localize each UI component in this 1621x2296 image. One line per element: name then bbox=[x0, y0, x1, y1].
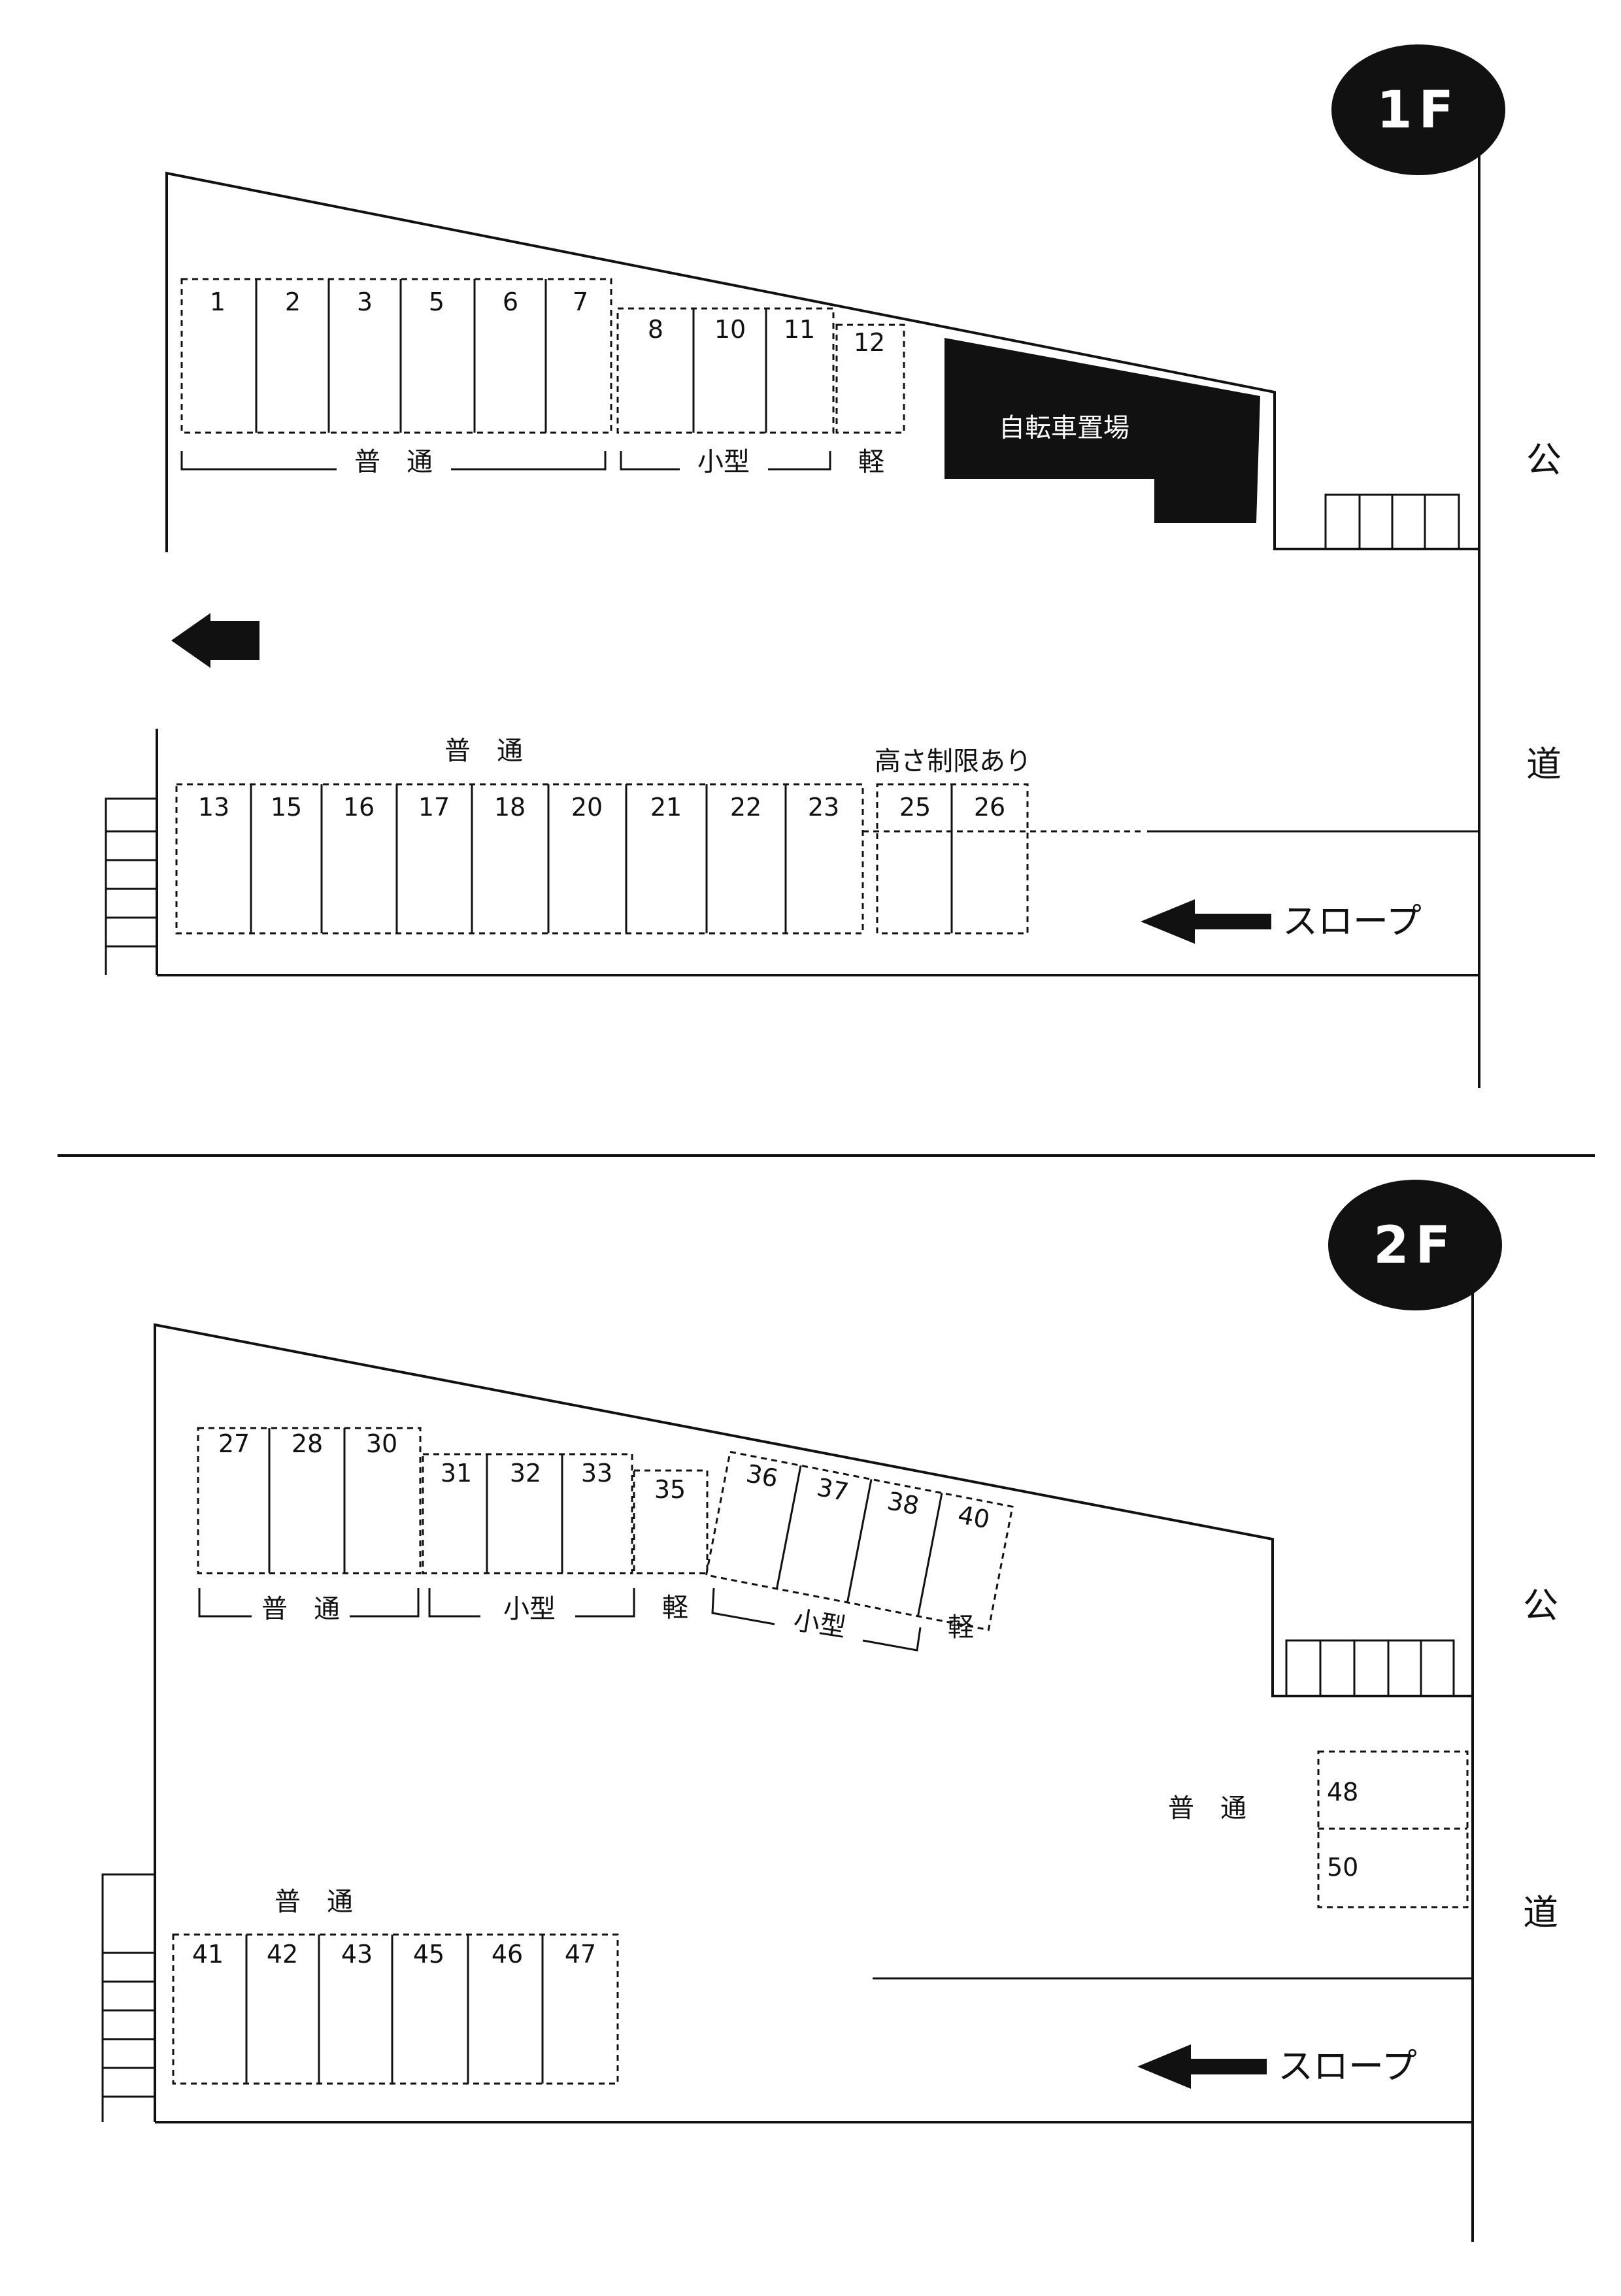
space-2-label: 2 bbox=[285, 288, 301, 316]
floor-2-plan: 2F スロープ bbox=[101, 1180, 1558, 2242]
floor-1-stairs-left bbox=[105, 797, 157, 975]
space-37-label: 37 bbox=[814, 1472, 851, 1506]
floor-2-stairs-right bbox=[1285, 1639, 1455, 1696]
floor-1-slope-label: スロープ bbox=[1282, 901, 1422, 942]
floor-2-top-wall bbox=[154, 1323, 1473, 1874]
floor-1-top-spaces: 1 2 3 5 6 7 8 10 11 12 bbox=[180, 278, 905, 434]
space-17-label: 17 bbox=[418, 793, 450, 822]
floor-1-slope-arrow-icon bbox=[1141, 899, 1271, 944]
space-46-label: 46 bbox=[492, 1940, 523, 1969]
height-limit-label: 高さ制限あり bbox=[875, 746, 1031, 776]
floor-1-bottom-spaces: 13 15 16 17 18 20 21 22 23 25 26 bbox=[175, 783, 1144, 935]
floor-2-stairs-left bbox=[101, 1873, 155, 2122]
floor-2-group-normal-label: 普 通 bbox=[261, 1594, 340, 1624]
space-36-label: 36 bbox=[744, 1459, 780, 1493]
space-16-label: 16 bbox=[343, 793, 375, 822]
floor-1-road-char-1: 公 bbox=[1526, 439, 1562, 480]
space-1-label: 1 bbox=[210, 288, 226, 316]
space-41-label: 41 bbox=[192, 1940, 224, 1969]
floor-2-group-compact-2-label: 小型 bbox=[792, 1605, 848, 1643]
floor-2-top-spaces: 27 28 30 31 32 33 35 bbox=[197, 1427, 709, 1574]
space-7-label: 7 bbox=[573, 288, 588, 316]
space-6-label: 6 bbox=[503, 288, 518, 316]
floor-2-badge-label: 2F bbox=[1373, 1216, 1457, 1275]
floor-1-road-char-2: 道 bbox=[1526, 744, 1562, 785]
group-normal-label: 普 通 bbox=[354, 447, 433, 477]
space-28-label: 28 bbox=[292, 1429, 323, 1458]
group-kei-label: 軽 bbox=[858, 447, 884, 477]
space-21-label: 21 bbox=[650, 793, 682, 822]
floor-1-top-groups: 普 通 小型 軽 bbox=[180, 447, 884, 477]
space-30-label: 30 bbox=[366, 1429, 397, 1458]
space-15-label: 15 bbox=[271, 793, 302, 822]
space-23-label: 23 bbox=[808, 793, 839, 822]
space-43-label: 43 bbox=[341, 1940, 373, 1969]
floor-2-right-group-label: 普 通 bbox=[1168, 1793, 1246, 1823]
floor-2-bottom-spaces: 41 42 43 45 46 47 bbox=[172, 1933, 619, 2085]
space-18-label: 18 bbox=[494, 793, 526, 822]
floor-1-exit-arrow-icon bbox=[171, 613, 259, 668]
space-48-label: 48 bbox=[1327, 1778, 1358, 1806]
floor-1-stairs-right bbox=[1324, 493, 1460, 549]
space-22-label: 22 bbox=[730, 793, 761, 822]
floor-2-right-spaces: 普 通 48 50 bbox=[1168, 1750, 1469, 1908]
floor-2-group-kei-label: 軽 bbox=[662, 1593, 688, 1623]
space-31-label: 31 bbox=[441, 1459, 472, 1488]
space-38-label: 38 bbox=[885, 1486, 922, 1520]
floor-2-badge bbox=[1328, 1180, 1502, 1310]
bike-parking-label: 自転車置場 bbox=[999, 413, 1129, 443]
space-27-label: 27 bbox=[218, 1429, 250, 1458]
space-10-label: 10 bbox=[714, 315, 746, 344]
floor-2-slope-arrow-icon bbox=[1137, 2044, 1267, 2089]
space-40-label: 40 bbox=[956, 1500, 992, 1534]
floor-2-group-kei-2-label: 軽 bbox=[948, 1612, 974, 1642]
space-26-label: 26 bbox=[974, 793, 1005, 822]
floor-2-road-char-2: 道 bbox=[1523, 1892, 1558, 1933]
floor-1-badge-label: 1F bbox=[1377, 81, 1460, 140]
space-35-label: 35 bbox=[654, 1475, 686, 1504]
floor-2-group-compact-label: 小型 bbox=[503, 1594, 556, 1624]
space-32-label: 32 bbox=[510, 1459, 541, 1488]
space-3-label: 3 bbox=[357, 288, 373, 316]
floor-2-bottom-group-label: 普 通 bbox=[275, 1887, 353, 1917]
floor-1-plan: 1F 自転車置場 スロープ bbox=[105, 44, 1562, 1088]
floor-2-tilted-spaces: 36 37 38 40 bbox=[705, 1450, 1014, 1631]
group-compact-label: 小型 bbox=[697, 447, 750, 477]
space-50-label: 50 bbox=[1327, 1853, 1358, 1882]
space-5-label: 5 bbox=[429, 288, 444, 316]
floor-2-road-char-1: 公 bbox=[1523, 1585, 1558, 1626]
space-13-label: 13 bbox=[198, 793, 229, 822]
space-8-label: 8 bbox=[648, 315, 663, 344]
space-25-label: 25 bbox=[899, 793, 931, 822]
floor-2-slope-label: スロープ bbox=[1278, 2046, 1417, 2087]
space-45-label: 45 bbox=[413, 1940, 444, 1969]
space-42-label: 42 bbox=[267, 1940, 298, 1969]
space-33-label: 33 bbox=[581, 1459, 612, 1488]
bike-parking-area bbox=[944, 338, 1260, 523]
space-11-label: 11 bbox=[784, 315, 815, 344]
floor-1-top-wall bbox=[165, 171, 1479, 552]
floor-1-badge bbox=[1331, 44, 1505, 175]
floor-2-top-groups: 普 通 小型 軽 小型 軽 bbox=[198, 1588, 974, 1652]
space-12-label: 12 bbox=[854, 328, 885, 357]
floor-1-bottom-group-label: 普 通 bbox=[444, 736, 523, 766]
space-20-label: 20 bbox=[571, 793, 603, 822]
space-47-label: 47 bbox=[565, 1940, 596, 1969]
